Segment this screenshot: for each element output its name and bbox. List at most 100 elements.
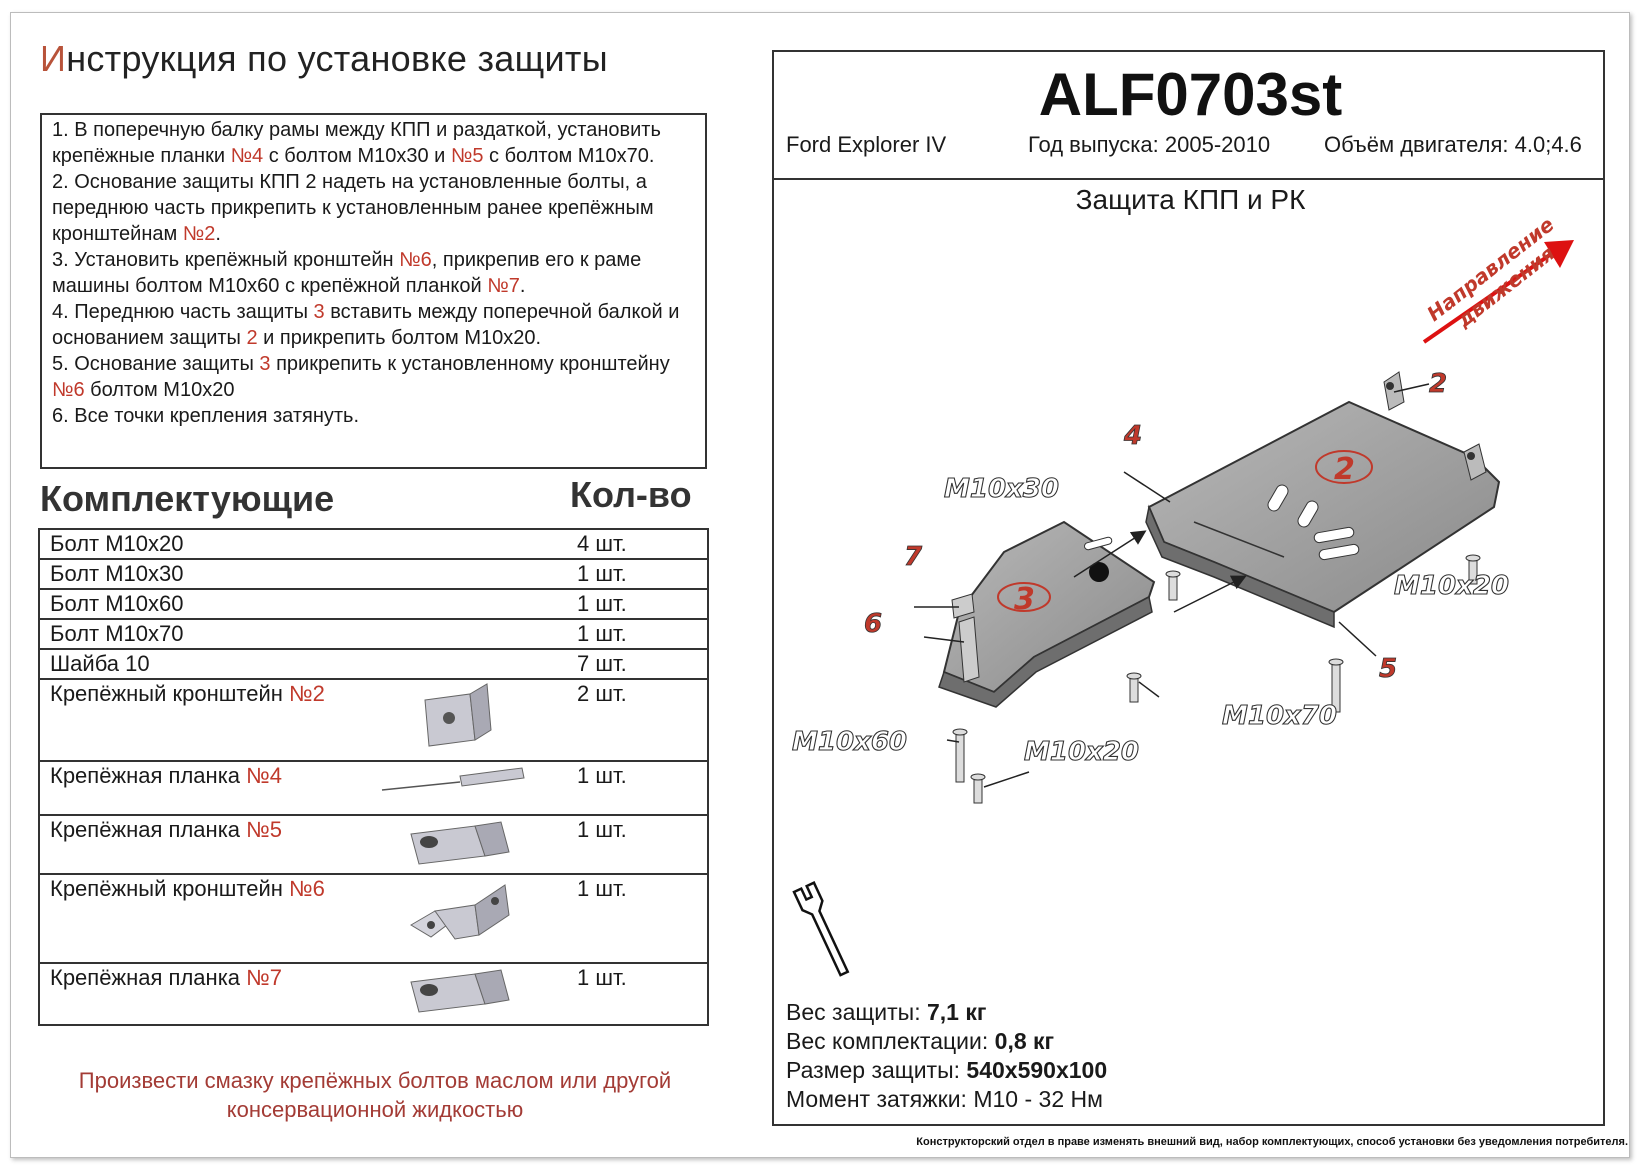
- skid-plate-3: [938, 520, 1156, 708]
- instruction-step: 4. Переднюю часть защиты 3 вставить межд…: [52, 299, 695, 351]
- quantity-heading: Кол-во: [570, 474, 692, 515]
- component-row: Крепёжный кронштейн №2 2 шт.: [38, 678, 709, 762]
- spec-weight-label: Вес защиты:: [786, 999, 927, 1025]
- component-quantity: 1 шт.: [555, 873, 709, 964]
- component-row: Болт М10х20 4 шт.: [38, 528, 709, 560]
- instruction-text: 1. В поперечную балку рамы между КПП и р…: [52, 119, 661, 167]
- component-number: №5: [246, 817, 282, 842]
- spec-size: Размер защиты: 540х590х100: [786, 1056, 1107, 1085]
- angle-plate-icon: [405, 821, 515, 871]
- instruction-step: 5. Основание защиты 3 прикрепить к устан…: [52, 351, 695, 403]
- spec-weight: Вес защиты: 7,1 кг: [786, 998, 1107, 1027]
- engine-volume: Объём двигателя: 4.0;4.6: [1324, 132, 1582, 157]
- specifications: Вес защиты: 7,1 кг Вес комплектации: 0,8…: [786, 998, 1107, 1114]
- component-name: Крепёжная планка №4: [38, 760, 365, 816]
- spec-kit-weight-label: Вес комплектации:: [786, 1028, 995, 1054]
- header-divider: [774, 178, 1603, 180]
- component-name: Крепёжный кронштейн №2: [38, 678, 365, 762]
- component-picture: [365, 873, 555, 964]
- component-number: №7: [246, 965, 282, 990]
- component-picture: [365, 962, 555, 1026]
- part-number-4: 4: [1123, 421, 1142, 451]
- component-quantity: 1 шт.: [555, 558, 709, 590]
- component-row: Крепёжный кронштейн №6 1 шт.: [38, 873, 709, 964]
- component-quantity: 7 шт.: [555, 648, 709, 680]
- bracket-6: [958, 616, 980, 683]
- component-label: Болт М10х60: [50, 591, 184, 616]
- product-code: ALF0703st: [1038, 61, 1343, 128]
- instruction-text: с болтом М10х70.: [483, 145, 655, 167]
- instruction-text: вставить между поперечной балкой и основ…: [52, 301, 680, 349]
- component-label: Крепёжная планка: [50, 965, 247, 990]
- part-reference: №6: [399, 249, 432, 271]
- plate-2-number: 2: [1334, 452, 1355, 487]
- component-label: Крепёжная планка: [50, 763, 247, 788]
- component-quantity: 4 шт.: [555, 528, 709, 560]
- label-m10x60: M10x60: [792, 727, 907, 757]
- car-model: Ford Explorer IV: [786, 132, 947, 157]
- component-label: Крепёжная планка: [50, 817, 247, 842]
- part-number-7: 7: [904, 542, 923, 572]
- spec-torque: Момент затяжки: М10 - 32 Нм: [786, 1085, 1107, 1114]
- component-label: Болт М10х30: [50, 561, 184, 586]
- part-reference: 3: [313, 301, 325, 323]
- part-reference: 3: [259, 353, 271, 375]
- spec-size-value: 540х590х100: [966, 1057, 1108, 1083]
- instruction-text: .: [215, 223, 221, 245]
- instruction-text: .: [519, 275, 526, 297]
- title-first-letter: И: [40, 38, 67, 79]
- component-name: Крепёжная планка №5: [38, 814, 365, 875]
- component-picture: [365, 528, 555, 560]
- label-m10x20-bottom: M10x20: [1024, 737, 1139, 767]
- part-reference: №4: [230, 145, 264, 167]
- component-label: Болт М10х70: [50, 621, 184, 646]
- spec-weight-value: 7,1 кг: [926, 999, 987, 1025]
- part-reference: №7: [487, 275, 520, 297]
- label-m10x70: M10x70: [1222, 701, 1337, 731]
- component-picture: [365, 814, 555, 875]
- component-row: Болт М10х30 1 шт.: [38, 558, 709, 590]
- title-rest: нструкция по установке защиты: [66, 38, 608, 79]
- bracket-icon: [415, 683, 505, 755]
- component-quantity: 2 шт.: [555, 678, 709, 762]
- component-number: №4: [246, 763, 282, 788]
- instructions-box: 1. В поперечную балку рамы между КПП и р…: [40, 113, 707, 469]
- disclaimer: Конструкторский отдел в праве изменять в…: [916, 1136, 1628, 1148]
- spec-kit-weight: Вес комплектации: 0,8 кг: [786, 1027, 1107, 1056]
- spec-size-label: Размер защиты:: [786, 1057, 967, 1083]
- instruction-text: 2. Основание защиты КПП 2 надеть на уста…: [52, 171, 654, 245]
- component-quantity: 1 шт.: [555, 814, 709, 875]
- component-quantity: 1 шт.: [555, 962, 709, 1026]
- production-years: Год выпуска: 2005-2010: [1028, 132, 1271, 157]
- part-number-2: 2: [1429, 369, 1447, 399]
- instruction-text: , прикрепив его к раме машины болтом М10…: [52, 249, 642, 297]
- plate-icon: [380, 767, 540, 801]
- instruction-step: 3. Установить крепёжный кронштейн №6, пр…: [52, 247, 695, 299]
- component-name: Шайба 10: [38, 648, 365, 680]
- component-picture: [365, 760, 555, 816]
- spec-torque-label: Момент затяжки:: [786, 1086, 974, 1112]
- spec-kit-weight-value: 0,8 кг: [994, 1028, 1055, 1054]
- component-name: Болт М10х20: [38, 528, 365, 560]
- instruction-text: прикрепить к установленному кронштейну: [270, 353, 670, 375]
- label-m10x20-right: M10x20: [1394, 571, 1509, 601]
- plate-3-number: 3: [1014, 582, 1035, 617]
- bolt-m10x70: [1328, 658, 1344, 713]
- instruction-step: 2. Основание защиты КПП 2 надеть на уста…: [52, 169, 695, 247]
- bolt-m10x60: [952, 728, 968, 783]
- product-panel: ALF0703st Ford Explorer IV Год выпуска: …: [772, 50, 1605, 1126]
- leader-lines: [914, 383, 1430, 788]
- component-name: Крепёжный кронштейн №6: [38, 873, 365, 964]
- instruction-step: 6. Все точки крепления затянуть.: [52, 403, 695, 429]
- component-name: Болт М10х60: [38, 588, 365, 620]
- lubrication-note: Произвести смазку крепёжных болтов масло…: [78, 1068, 672, 1122]
- label-m10x30: M10x30: [944, 474, 1059, 504]
- component-row: Крепёжная планка №5 1 шт.: [38, 814, 709, 875]
- component-number: №2: [289, 681, 325, 706]
- page-frame: [10, 12, 1630, 1158]
- instruction-text: и прикрепить болтом М10х20.: [257, 327, 542, 349]
- component-picture: [365, 678, 555, 762]
- component-quantity: 1 шт.: [555, 618, 709, 650]
